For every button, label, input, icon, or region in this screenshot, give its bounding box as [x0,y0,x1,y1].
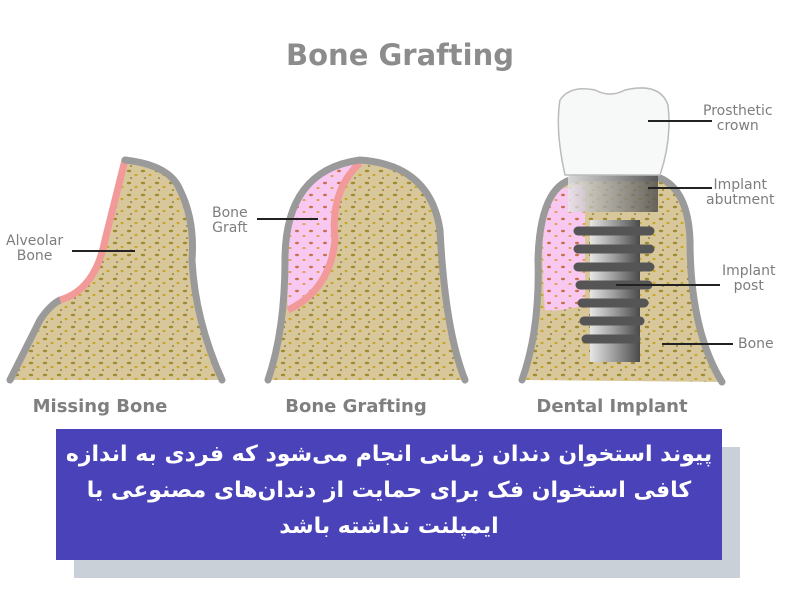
caption-line-3: ایمپلنت نداشته باشد [279,514,499,539]
caption-bone-grafting: Bone Grafting [285,396,427,417]
label-line: abutment [706,192,775,208]
label-bone: Bone [738,337,774,352]
label-line: Bone [16,248,53,264]
label-bone-graft: Bone Graft [212,206,248,236]
bone-grafting-illustration [257,156,469,384]
label-prosthetic-crown: Prosthetic crown [703,104,773,134]
caption-line-1: پیوند استخوان دندان زمانی انجام می‌شود ک… [65,442,713,467]
dental-implant-illustration [518,87,733,386]
label-alveolar-bone: Alveolar Bone [6,234,63,264]
caption-missing-bone: Missing Bone [32,396,168,417]
label-line: Graft [212,220,248,236]
missing-bone-illustration [6,156,226,384]
label-line: Implant [713,177,767,193]
diagram-title: Bone Grafting [286,38,514,72]
caption-line-2: کافی استخوان فک برای حمایت از دندان‌های … [86,478,692,503]
label-line: Implant [722,263,776,279]
label-line: Prosthetic [703,103,773,119]
persian-caption-box: پیوند استخوان دندان زمانی انجام می‌شود ک… [56,429,722,560]
label-line: crown [716,118,759,134]
label-implant-abutment: Implant abutment [706,178,774,208]
caption-dental-implant: Dental Implant [536,396,688,417]
label-line: Bone [738,336,774,352]
label-line: post [733,278,764,294]
label-line: Bone [212,205,248,221]
label-line: Alveolar [6,233,64,249]
label-implant-post: Implant post [722,264,775,294]
